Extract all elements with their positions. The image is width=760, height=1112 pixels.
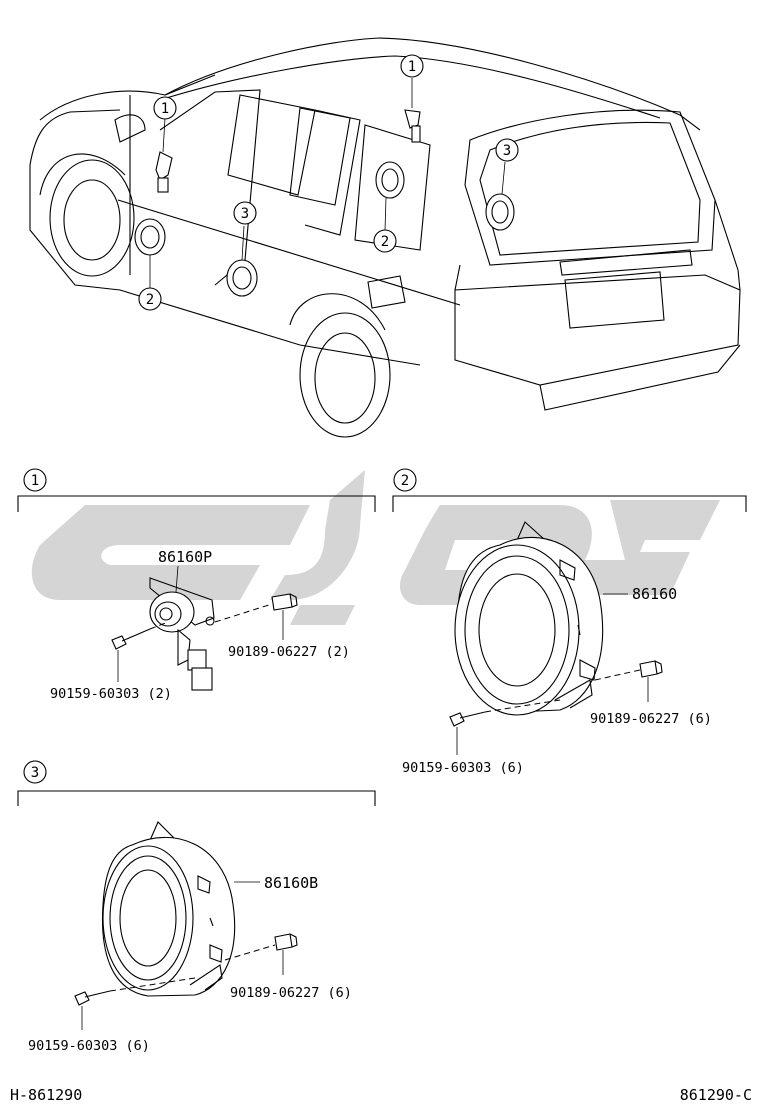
- section-1-badge: 1: [23, 468, 47, 492]
- svg-text:1: 1: [161, 101, 169, 117]
- overview-callout-1-front: 1: [153, 96, 177, 120]
- footer-left-code: H-861290: [10, 1086, 82, 1104]
- overview-tweeter-front: [155, 151, 173, 193]
- part-number-86160p: 86160P: [158, 548, 212, 566]
- section-3-bracket: [17, 790, 376, 806]
- part-number-clip-s3: 90189-06227 (6): [230, 985, 352, 1001]
- overview-callout-3-back: 3: [495, 138, 519, 162]
- overview-speaker-back: [485, 193, 515, 231]
- clip-90189-s2: [639, 660, 663, 678]
- footer-right-code: 861290-C: [680, 1086, 752, 1104]
- section-3-badge: 3: [23, 760, 47, 784]
- watermark-logo: [31, 470, 720, 625]
- svg-text:1: 1: [408, 59, 416, 75]
- clip-90189-s3: [274, 933, 298, 951]
- svg-text:3: 3: [503, 143, 511, 159]
- vehicle-illustration: [29, 37, 741, 438]
- tweeter-86160p: [149, 577, 215, 691]
- screw-90159-s1: [111, 628, 151, 650]
- screw-90159-s2: [449, 711, 486, 727]
- clip-90189-s1: [271, 593, 298, 611]
- svg-text:3: 3: [241, 206, 249, 222]
- section-2-badge: 2: [393, 468, 417, 492]
- speaker-86160b: [101, 821, 236, 997]
- overview-speaker-quarter: [375, 161, 405, 199]
- svg-text:2: 2: [381, 234, 389, 250]
- overview-speaker-front-door: [134, 218, 166, 256]
- svg-text:1: 1: [31, 473, 39, 489]
- svg-text:2: 2: [146, 292, 154, 308]
- speaker-86160: [454, 521, 604, 716]
- overview-callout-2-quarter: 2: [373, 229, 397, 253]
- section-1-bracket: [17, 495, 376, 512]
- section-2-bracket: [392, 495, 747, 512]
- screw-90159-s3: [74, 990, 111, 1006]
- part-number-86160b: 86160B: [264, 874, 318, 892]
- part-number-clip-s2: 90189-06227 (6): [590, 711, 712, 727]
- svg-text:3: 3: [31, 765, 39, 781]
- section-1: 1 86160P 90189-06227 (2) 90159-60303: [17, 468, 376, 702]
- overview-tweeter-rear: [404, 109, 421, 143]
- overview-speaker-rear-door: [226, 259, 258, 297]
- overview-callout-1-rear: 1: [400, 54, 424, 78]
- overview-callout-2-front: 2: [138, 287, 162, 311]
- part-number-86160: 86160: [632, 585, 677, 603]
- overview-callout-3-door: 3: [233, 201, 257, 225]
- section-2: 2 86160 90189-06227 (6) 90159: [392, 468, 747, 776]
- part-number-clip-s1: 90189-06227 (2): [228, 644, 350, 660]
- part-number-screw-s1: 90159-60303 (2): [50, 686, 172, 702]
- part-number-screw-s2: 90159-60303 (6): [402, 760, 524, 776]
- part-number-screw-s3: 90159-60303 (6): [28, 1038, 150, 1054]
- section-3: 3 86160B 90189-06227 (6) 9015: [17, 760, 376, 1054]
- svg-text:2: 2: [401, 473, 409, 489]
